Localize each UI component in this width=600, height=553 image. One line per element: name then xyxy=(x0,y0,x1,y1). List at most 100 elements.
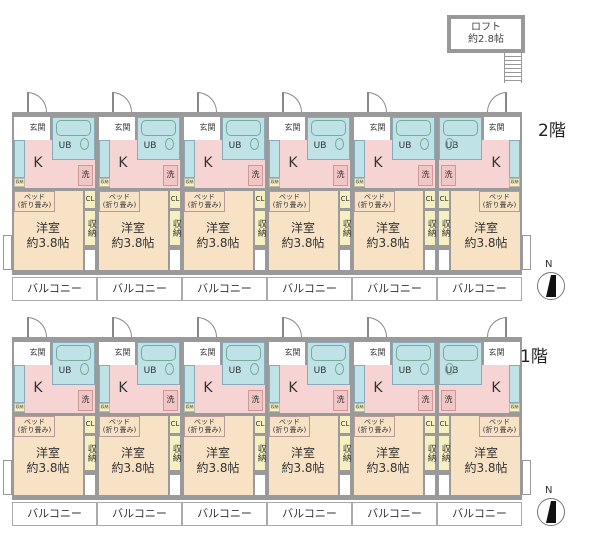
room-name: 洋室 xyxy=(205,446,230,460)
small-storage-label: 収納 xyxy=(99,403,110,412)
counter-top xyxy=(509,342,520,365)
kitchen-counter xyxy=(354,140,365,178)
kitchen-label: K xyxy=(491,154,501,171)
storage-bottom xyxy=(255,250,265,270)
counter-top xyxy=(184,117,195,140)
room-size: 約3.8帖 xyxy=(111,236,155,250)
folding-bed: ベッド(折り畳み) xyxy=(269,191,310,212)
room-name: 洋室 xyxy=(120,446,145,460)
kitchen-counter xyxy=(509,140,520,178)
bed-label: ベッド xyxy=(364,193,385,202)
kitchen-label: K xyxy=(33,154,43,171)
bathtub xyxy=(56,345,91,361)
storage-label: 収納 xyxy=(85,436,96,470)
storage-bottom xyxy=(340,475,350,495)
bath-label: UB xyxy=(228,141,242,152)
entrance-label: 玄関 xyxy=(110,117,135,140)
kitchen-label: K xyxy=(118,379,128,396)
bed-label-note: (折り畳み) xyxy=(357,200,392,209)
closet-label: CL xyxy=(439,191,449,208)
balcony-label: バルコニー xyxy=(12,502,97,526)
unit-bath: UB xyxy=(392,342,435,385)
bed-label: ベッド xyxy=(24,418,45,427)
room-size: 約3.8帖 xyxy=(26,461,70,475)
entrance-label: 玄関 xyxy=(365,117,390,140)
bath-label: UB xyxy=(143,366,157,377)
bed-label: ベッド xyxy=(24,193,45,202)
unit-bath: UB xyxy=(222,342,265,385)
small-storage-label: 収納 xyxy=(354,178,365,187)
storage-label: 収納 xyxy=(255,436,266,470)
bath-label: UB xyxy=(313,141,327,152)
toilet-icon xyxy=(335,138,344,150)
closet-label: CL xyxy=(255,416,265,433)
kitchen-label: K xyxy=(118,154,128,171)
small-storage-label: 収納 xyxy=(269,178,280,187)
unit-bath: UB xyxy=(52,342,95,385)
unit-bath: UB xyxy=(307,117,350,160)
room-size: 約3.8帖 xyxy=(366,461,410,475)
room-label: 洋室約3.8帖 xyxy=(18,445,78,477)
toilet-icon xyxy=(250,138,259,150)
small-storage-label: 収納 xyxy=(509,403,520,412)
entrance-label: 玄関 xyxy=(484,117,509,140)
room-name: 洋室 xyxy=(473,221,498,235)
balcony-label: バルコニー xyxy=(97,277,182,301)
entrance-label: 玄関 xyxy=(365,342,390,365)
closet-label: CL xyxy=(255,191,265,208)
room-label: 洋室約3.8帖 xyxy=(456,220,516,252)
bathtub xyxy=(396,120,431,136)
room-size: 約3.8帖 xyxy=(196,236,240,250)
entrance-label: 玄関 xyxy=(280,117,305,140)
room-label: 洋室約3.8帖 xyxy=(358,220,418,252)
loft-size: 約2.8帖 xyxy=(468,34,504,45)
counter-top xyxy=(184,342,195,365)
storage-label: 収納 xyxy=(170,211,181,245)
entrance-label: 玄関 xyxy=(25,342,50,365)
kitchen-counter xyxy=(509,365,520,403)
folding-bed: ベッド(折り畳み) xyxy=(14,191,55,212)
bed-label-note: (折り畳み) xyxy=(272,200,307,209)
storage-bottom xyxy=(340,250,350,270)
small-storage-label: 収納 xyxy=(99,178,110,187)
entrance-label: 玄関 xyxy=(195,117,220,140)
room-label: 洋室約3.8帖 xyxy=(358,445,418,477)
entrance-label: 玄関 xyxy=(484,342,509,365)
entrance-door xyxy=(27,317,47,337)
storage-label: 収納 xyxy=(425,436,436,470)
kitchen-counter xyxy=(99,140,110,178)
washer-space: 洗 xyxy=(248,165,263,186)
bay-window xyxy=(522,235,531,270)
balcony-label: バルコニー xyxy=(267,277,352,301)
storage-label: 収納 xyxy=(85,211,96,245)
small-storage-label: 収納 xyxy=(14,403,25,412)
entrance-label: 玄関 xyxy=(195,342,220,365)
bay-window xyxy=(522,460,531,495)
toilet-icon xyxy=(335,363,344,375)
storage-label: 収納 xyxy=(255,211,266,245)
balcony-label: バルコニー xyxy=(97,502,182,526)
small-storage-label: 収納 xyxy=(184,403,195,412)
folding-bed: ベッド(折り畳み) xyxy=(354,191,395,212)
storage-bottom xyxy=(439,250,449,270)
kitchen-label: K xyxy=(288,379,298,396)
kitchen-counter xyxy=(99,365,110,403)
washer-space: 洗 xyxy=(441,165,456,186)
loft-title: ロフト xyxy=(471,22,501,33)
bath-label: UB xyxy=(58,141,72,152)
compass-icon: N xyxy=(537,259,565,300)
counter-top xyxy=(509,117,520,140)
folding-bed: ベッド(折り畳み) xyxy=(354,416,395,437)
bathtub xyxy=(443,120,478,136)
bath-label: UB xyxy=(143,141,157,152)
unit-bath: UB xyxy=(52,117,95,160)
storage-label: 収納 xyxy=(439,436,450,470)
entrance-door xyxy=(487,92,507,112)
washer-space: 洗 xyxy=(78,165,93,186)
closet-label: CL xyxy=(85,416,95,433)
